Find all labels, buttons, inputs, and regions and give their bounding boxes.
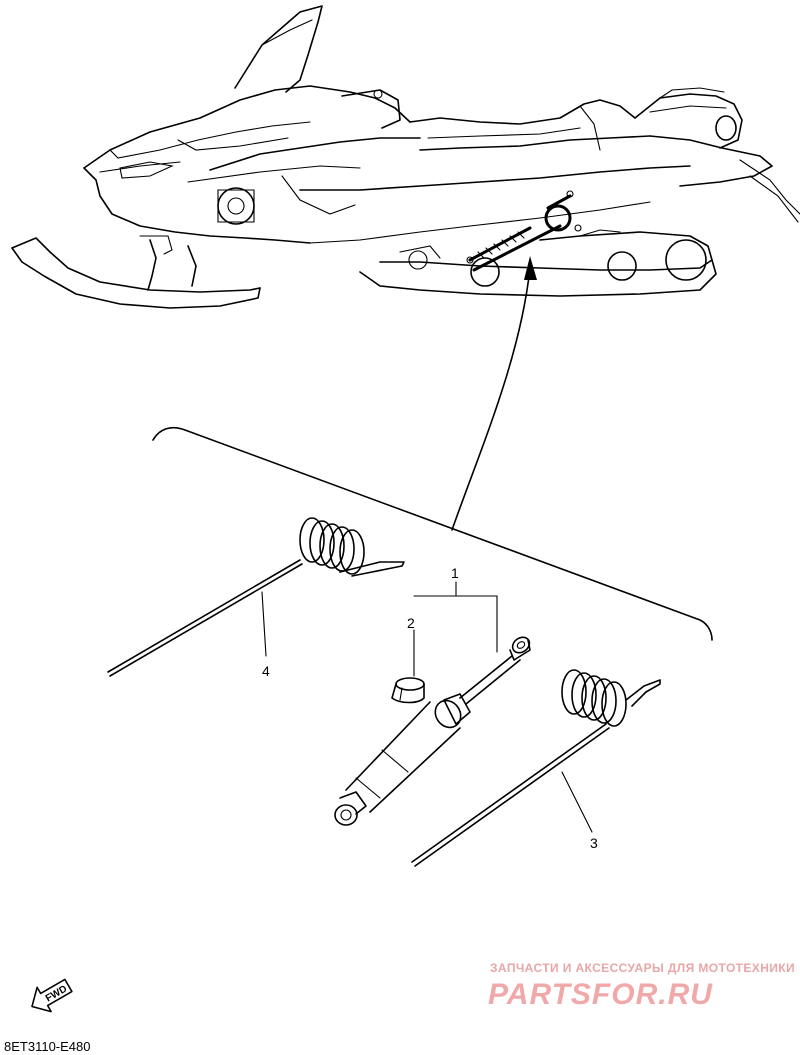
fwd-arrow-icon: FWD	[31, 978, 73, 1013]
torsion-spring-left	[107, 517, 405, 677]
watermark-tagline: ЗАПЧАСТИ И АКСЕССУАРЫ ДЛЯ МОТОТЕХНИКИ	[490, 961, 795, 975]
callout-4: 4	[262, 663, 270, 679]
snowmobile-illustration	[11, 5, 800, 309]
callout-2: 2	[407, 615, 415, 631]
watermark-brand: PARTSFOR.RU	[488, 978, 713, 1011]
collar-part	[391, 677, 425, 704]
exploded-view-frame	[152, 426, 713, 641]
callout-3: 3	[590, 835, 598, 851]
diagram-code: 8ET3110-E480	[4, 1039, 91, 1054]
torsion-spring-right	[411, 669, 661, 867]
shock-absorber-assembly	[334, 581, 531, 826]
location-arrow	[451, 256, 537, 531]
callout-1: 1	[451, 565, 459, 581]
fwd-label: FWD	[44, 984, 69, 1005]
